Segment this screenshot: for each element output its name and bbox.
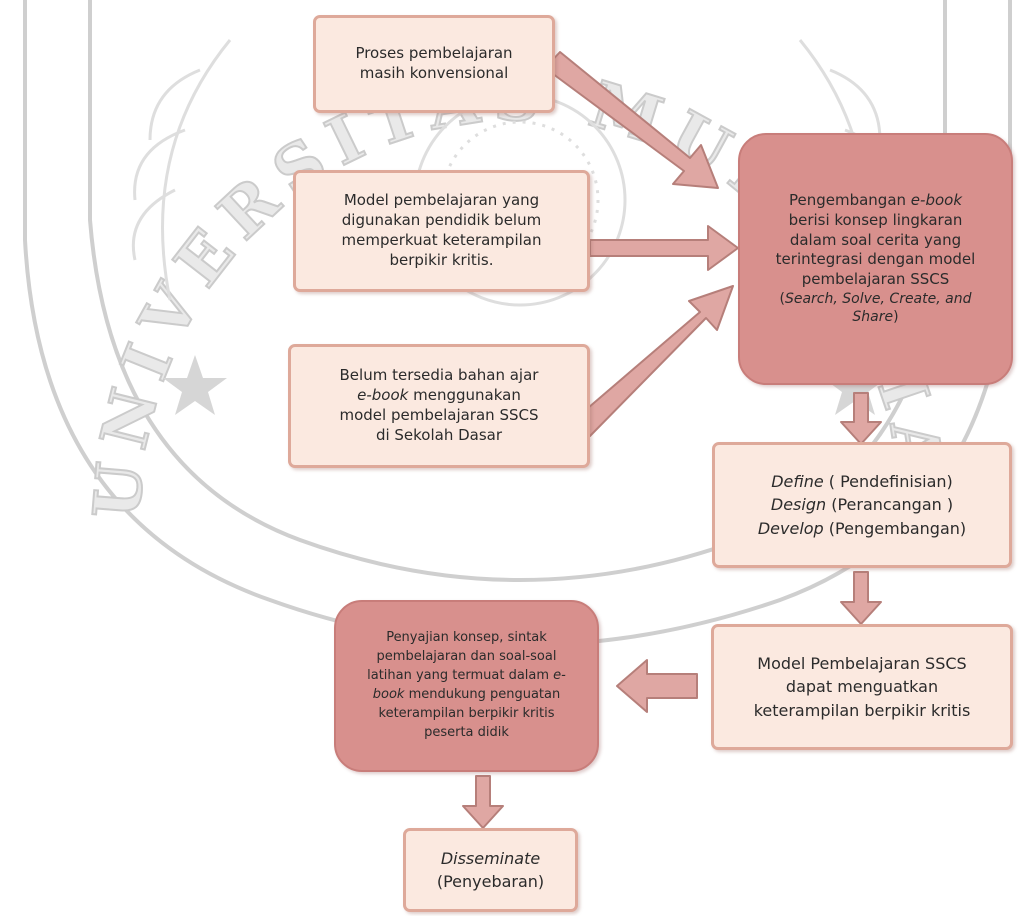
box-text-line: dalam soal cerita yang (789, 230, 962, 249)
box-text-line: (Penyebaran) (436, 872, 545, 891)
arrow-model-to-pengembangan (589, 225, 739, 271)
box-text-line: pembelajaran SSCS (801, 270, 950, 289)
box-text-fragment: mendukung penguatan (404, 687, 561, 702)
seal-star-right (823, 355, 887, 415)
box-text-line: (Search, Solve, Create, and (780, 290, 972, 308)
box-text-line: Belum tersedia bahan ajar (339, 366, 539, 385)
box-text-line: book mendukung penguatan (373, 686, 560, 705)
box-text-fragment: (Pengembangan) (823, 518, 967, 538)
arrow-model-sscs-to-penyajian (616, 659, 698, 713)
box-text-fragment: (Perancangan ) (826, 495, 954, 515)
seal-laurel-left (131, 39, 232, 301)
sscs-italic: Share (852, 309, 894, 326)
box-text-line: terintegrasi dengan model (775, 250, 976, 269)
arrow-pengembangan-to-define (840, 392, 882, 445)
stage-italic: Disseminate (440, 848, 541, 868)
box-text-fragment: ( (779, 291, 785, 308)
box-text-fragment: menggunakan (408, 386, 521, 405)
box-model-sscs-menguatkan: Model Pembelajaran SSCS dapat menguatkan… (711, 624, 1013, 750)
box-text-line: dapat menguatkan (785, 677, 939, 697)
box-pengembangan-ebook: Pengembangan e-book berisi konsep lingka… (738, 133, 1013, 385)
seal-inner-ring (88, 0, 947, 582)
box-text-fragment: ( Pendefinisian) (823, 472, 953, 492)
arrow-define-to-model-sscs (840, 571, 882, 625)
ebook-italic: e- (553, 668, 566, 684)
box-text-line: pembelajaran dan soal-soal (376, 649, 557, 665)
arrow-belum-to-pengembangan (573, 285, 734, 437)
box-model-belum-memperkuat: Model pembelajaran yang digunakan pendid… (293, 170, 590, 292)
stage-italic: Define (771, 472, 824, 492)
box-text-fragment: Pengembangan (788, 191, 911, 210)
box-text-line: Develop (Pengembangan) (758, 517, 966, 540)
box-text-line: Penyajian konsep, sintak (386, 630, 547, 646)
ebook-italic: e-book (910, 191, 963, 210)
box-text-line: digunakan pendidik belum (341, 211, 542, 230)
box-text-line: memperkuat keterampilan (341, 231, 542, 249)
box-text-line: Model pembelajaran yang (343, 191, 540, 210)
box-text-fragment: latihan yang termuat dalam (367, 668, 554, 684)
sscs-italic: Search, Solve, Create, and (784, 291, 972, 308)
box-proses-konvensional: Proses pembelajaran masih konvensional (313, 15, 555, 113)
seal-star-left (163, 355, 227, 415)
box-text-line: model pembelajaran SSCS (339, 406, 539, 424)
box-text-line: keterampilan berpikir kritis (753, 700, 971, 720)
box-text-line: Define ( Pendefinisian) (771, 470, 953, 493)
box-text-line: masih konvensional (359, 64, 509, 82)
arrow-penyajian-to-disseminate (462, 775, 504, 829)
box-text-line: Design (Perancangan ) (771, 493, 953, 516)
box-penyajian-konsep: Penyajian konsep, sintak pembelajaran da… (334, 600, 599, 772)
box-define-design-develop: Define ( Pendefinisian) Design (Perancan… (712, 442, 1012, 568)
box-text-line: berpikir kritis. (389, 250, 494, 269)
ebook-italic: book (372, 687, 405, 702)
box-text-fragment: ) (893, 309, 899, 326)
box-text-line: Model Pembelajaran SSCS (757, 654, 967, 674)
box-text-line: berisi konsep lingkaran (788, 210, 963, 229)
box-text-line: Pengembangan e-book (789, 191, 962, 211)
box-disseminate: Disseminate (Penyebaran) (403, 828, 578, 912)
box-text-line: peserta didik (424, 724, 509, 740)
ebook-italic: e-book (357, 386, 409, 405)
stage-italic: Develop (757, 518, 824, 538)
box-text-line: Share) (852, 308, 898, 326)
box-text-line: Disseminate (441, 847, 540, 870)
box-text-line: Proses pembelajaran (355, 44, 513, 63)
arrow-proses-to-pengembangan (544, 51, 719, 189)
box-text-line: keterampilan berpikir kritis (378, 705, 555, 721)
box-text-line: latihan yang termuat dalam e- (367, 667, 566, 686)
box-text-line: e-book menggunakan (357, 386, 521, 406)
box-belum-tersedia-ebook: Belum tersedia bahan ajar e-book menggun… (288, 344, 590, 468)
stage-italic: Design (770, 495, 827, 515)
box-text-line: di Sekolah Dasar (375, 425, 503, 444)
